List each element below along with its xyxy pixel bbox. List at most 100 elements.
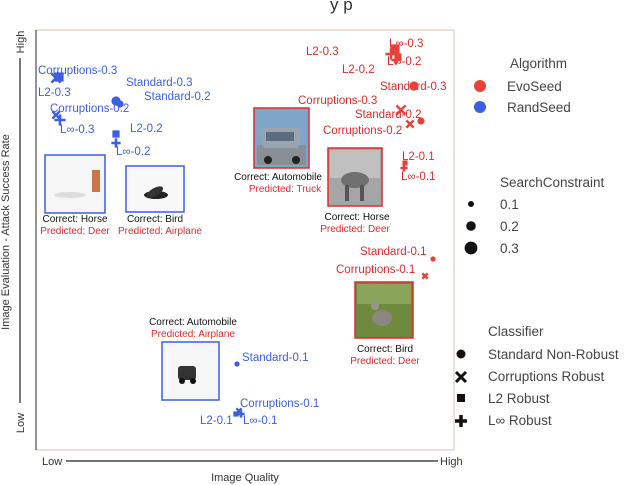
legend-standard-marker <box>456 349 466 359</box>
legend-linf-marker <box>455 415 467 427</box>
randseed-point <box>112 130 120 138</box>
point-label: L∞-0.2 <box>116 146 150 158</box>
point-label: L2-0.3 <box>38 87 71 99</box>
example-correct: Correct: Automobile <box>234 172 322 183</box>
legend-algorithm-title: Algorithm <box>510 56 567 71</box>
randseed-point <box>234 361 240 367</box>
legend-constraint-label: 0.2 <box>500 219 519 234</box>
point-label: L2-0.2 <box>130 123 163 135</box>
example-art <box>371 302 379 310</box>
example-predicted: Predicted: Airplane <box>118 226 202 237</box>
example-predicted: Predicted: Airplane <box>151 329 235 340</box>
legend-corruptions-marker <box>454 370 468 384</box>
legend-constraint-label: 0.3 <box>500 241 519 256</box>
x-tick-high: High <box>440 456 463 468</box>
legend-constraint-marker-large <box>464 241 478 255</box>
legend-constraint-title: SearchConstraint <box>500 175 605 190</box>
legend-classifier-label: L∞ Robust <box>488 413 552 428</box>
legend-classifier-label: Standard Non-Robust <box>488 347 619 362</box>
example-bird-deer: Correct: Bird Predicted: Deer <box>350 281 420 367</box>
legend-classifier-label: Corruptions Robust <box>488 369 605 384</box>
legend-classifier-label: L2 Robust <box>488 391 550 406</box>
example-horse-deer-1: Correct: Horse Predicted: Deer <box>40 154 110 237</box>
evoseed-point <box>421 272 429 280</box>
example-art <box>292 156 300 164</box>
point-label: Standard-0.2 <box>355 109 422 121</box>
example-art <box>264 156 272 164</box>
point-label: Standard-0.1 <box>242 352 309 364</box>
legend-evoseed-label: EvoSeed <box>507 79 562 94</box>
point-label: Corruptions-0.1 <box>240 398 319 410</box>
legend-l2-marker <box>457 394 465 402</box>
example-automobile-airplane: Correct: Automobile Predicted: Airplane <box>149 317 237 401</box>
example-correct: Correct: Horse <box>324 212 389 223</box>
x-tick-low: Low <box>42 456 62 468</box>
example-horse-deer-2: Correct: Horse Predicted: Deer <box>320 147 390 235</box>
legend-constraint-marker-medium <box>466 221 476 231</box>
point-label: Corruptions-0.2 <box>50 103 129 115</box>
evoseed-point <box>402 160 408 166</box>
example-art <box>345 185 349 201</box>
legend: Algorithm EvoSeed RandSeed SearchConstra… <box>454 56 619 428</box>
legend-constraint-marker-small <box>468 201 474 207</box>
randseed-point <box>237 410 245 418</box>
legend-randseed-marker <box>474 101 486 113</box>
y-tick-low: Low <box>15 413 27 433</box>
example-predicted: Predicted: Deer <box>320 224 390 235</box>
example-correct: Correct: Automobile <box>149 317 237 328</box>
evoseed-point <box>417 117 425 125</box>
evoseed-point <box>394 53 402 61</box>
randseed-point <box>51 110 61 120</box>
point-label: L∞-0.1 <box>243 415 277 427</box>
example-art <box>92 170 100 192</box>
randseed-point <box>54 114 66 126</box>
point-label: Corruptions-0.2 <box>323 125 402 137</box>
example-correct: Correct: Horse <box>42 214 107 225</box>
y-tick-high: High <box>15 31 27 54</box>
example-predicted: Predicted: Deer <box>350 356 420 367</box>
example-art <box>341 172 369 188</box>
point-label: Standard-0.1 <box>360 246 427 258</box>
point-label: L2-0.1 <box>402 151 435 163</box>
example-art <box>190 378 196 384</box>
x-axis-label: Image Quality <box>211 472 279 484</box>
example-art <box>372 310 392 326</box>
example-correct: Correct: Bird <box>357 344 413 355</box>
point-label: L∞-0.1 <box>401 171 435 183</box>
point-label: Corruptions-0.1 <box>336 264 415 276</box>
randseed-point <box>111 138 121 148</box>
legend-constraint-label: 0.1 <box>500 197 519 212</box>
point-label: L2-0.2 <box>342 64 375 76</box>
example-predicted: Predicted: Deer <box>40 226 110 237</box>
example-art <box>179 378 185 384</box>
points-layer: L∞-0.3 L2-0.3 L∞-0.2 L2-0.2 Standard-0.3… <box>38 38 447 427</box>
example-art <box>357 284 411 304</box>
point-label: Standard-0.3 <box>126 77 193 89</box>
randseed-point <box>116 100 124 108</box>
randseed-point <box>233 411 239 417</box>
point-label: L2-0.1 <box>200 415 233 427</box>
point-label: L2-0.3 <box>306 46 339 58</box>
example-art <box>266 132 294 141</box>
point-label: Corruptions-0.3 <box>38 65 117 77</box>
example-art <box>360 185 364 201</box>
plot-frame <box>35 29 455 451</box>
legend-classifier-title: Classifier <box>488 324 544 339</box>
example-art <box>178 366 196 380</box>
evoseed-point <box>395 104 407 116</box>
evoseed-point <box>409 81 419 91</box>
point-label: Standard-0.2 <box>144 91 211 103</box>
legend-randseed-label: RandSeed <box>507 100 571 115</box>
evoseed-point <box>405 119 415 129</box>
legend-evoseed-marker <box>474 80 486 92</box>
example-correct: Correct: Bird <box>127 214 183 225</box>
evoseed-point <box>400 164 408 172</box>
example-predicted: Predicted: Truck <box>249 184 322 195</box>
example-automobile-truck: Correct: Automobile Predicted: Truck <box>234 107 322 195</box>
y-axis-label: Image Evaluation - Attack Success Rate <box>0 134 12 330</box>
example-art <box>54 192 86 198</box>
point-label: L∞-0.3 <box>60 124 94 136</box>
header-fragment: y p <box>330 0 353 14</box>
evoseed-point <box>390 44 400 54</box>
